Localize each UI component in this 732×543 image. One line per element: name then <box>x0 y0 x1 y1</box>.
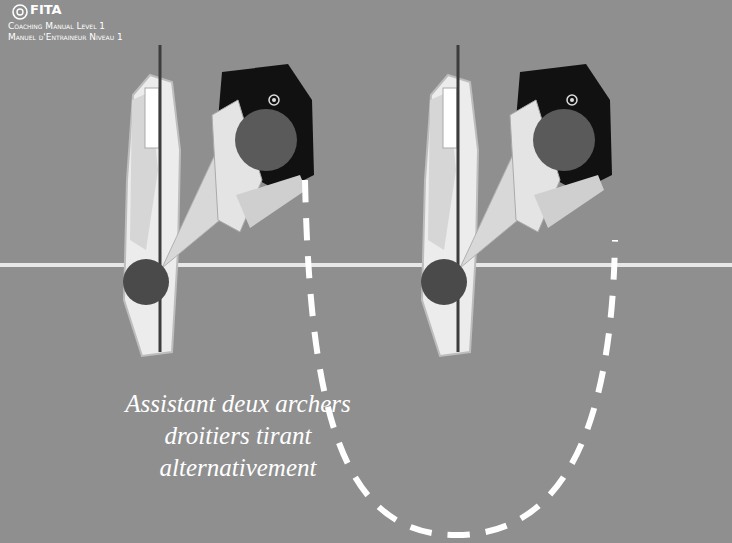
coach-path <box>305 180 615 535</box>
logo-text: FITA <box>30 3 62 17</box>
shooting-line <box>0 263 732 267</box>
header-subtitle: Coaching Manual Level 1 <box>8 22 105 32</box>
header-subtitle: Manuel d'Entraineur Niveau 1 <box>8 33 123 43</box>
fita-logo <box>13 5 27 19</box>
caption: Assistant deux archers droitiers tirant … <box>103 388 373 484</box>
right-pair <box>421 45 612 356</box>
left-pair <box>123 45 314 356</box>
